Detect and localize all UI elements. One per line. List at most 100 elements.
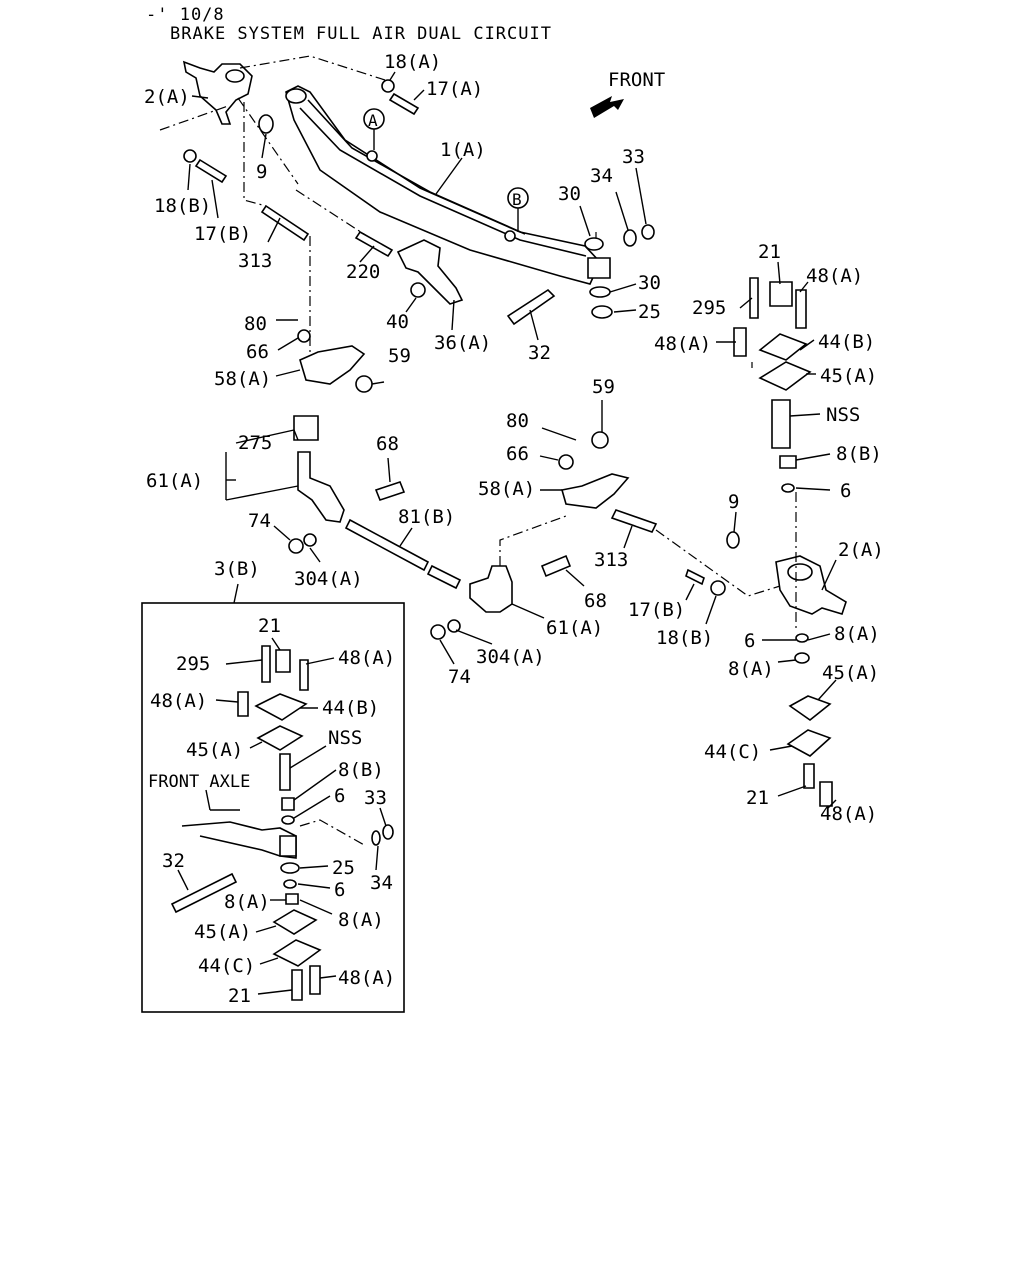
label-18b-right: 18(B) <box>656 627 713 649</box>
inset-label-25: 25 <box>332 857 355 879</box>
label-59-mid: 59 <box>592 376 615 398</box>
label-34-top: 34 <box>590 165 613 187</box>
rod-81b <box>344 518 462 590</box>
inset-label-34: 34 <box>370 872 393 894</box>
label-61a-left: 61(A) <box>146 470 203 492</box>
header-title: BRAKE SYSTEM FULL AIR DUAL CIRCUIT <box>170 24 552 44</box>
label-45a-right-top: 45(A) <box>820 365 877 387</box>
label-80-left: 80 <box>244 313 267 335</box>
inset-label-295: 295 <box>176 653 210 675</box>
label-58a-mid: 58(A) <box>478 478 535 500</box>
label-21-right: 21 <box>758 241 781 263</box>
label-17b-right: 17(B) <box>628 599 685 621</box>
kingpin-32 <box>506 288 556 326</box>
label-304a-mid: 304(A) <box>476 646 545 668</box>
inset-label-44c: 44(C) <box>198 955 255 977</box>
label-80-mid: 80 <box>506 410 529 432</box>
label-9-right: 9 <box>728 491 739 513</box>
callout-a: A <box>363 108 385 150</box>
bracket-36a <box>396 239 464 305</box>
label-220: 220 <box>346 261 380 283</box>
stud-313-left <box>260 204 310 242</box>
label-40: 40 <box>386 311 409 333</box>
label-8a-right-1: 8(A) <box>834 623 880 645</box>
label-1a: 1(A) <box>440 139 486 161</box>
chamber-mount-right <box>733 277 812 391</box>
label-66-left: 66 <box>246 341 269 363</box>
inset-box <box>141 602 405 1013</box>
label-8b-right: 8(B) <box>836 443 882 465</box>
inset-label-45a-low: 45(A) <box>194 921 251 943</box>
inset-label-8a-1: 8(A) <box>224 891 270 913</box>
inset-label-21-low: 21 <box>228 985 251 1007</box>
inset-label-21-top: 21 <box>258 615 281 637</box>
kingpin-stack-right <box>771 399 833 807</box>
label-48a-right-low: 48(A) <box>820 803 877 825</box>
inset-label-48a-2: 48(A) <box>150 690 207 712</box>
label-313-mid: 313 <box>594 549 628 571</box>
bolt-17b <box>183 149 228 184</box>
label-68-mid: 68 <box>584 590 607 612</box>
label-33-top: 33 <box>622 146 645 168</box>
label-304a-left: 304(A) <box>294 568 363 590</box>
label-30-right: 30 <box>638 272 661 294</box>
label-30-top: 30 <box>558 183 581 205</box>
inset-label-44b: 44(B) <box>322 697 379 719</box>
inset-labels: 21 295 48(A) 48(A) 44(B) 45(A) NSS 8(B) … <box>150 615 395 1007</box>
label-275: 275 <box>238 432 272 454</box>
label-68-left: 68 <box>376 433 399 455</box>
callout-b: B <box>507 187 529 232</box>
label-9-left: 9 <box>256 161 267 183</box>
label-21-right-low: 21 <box>746 787 769 809</box>
label-59-left: 59 <box>388 345 411 367</box>
inset-label-8b: 8(B) <box>338 759 384 781</box>
label-313-left: 313 <box>238 250 272 272</box>
label-295-right: 295 <box>692 297 726 319</box>
bolt-17a <box>381 79 420 116</box>
inset-label-8a-2: 8(A) <box>338 909 384 931</box>
label-nss-right: NSS <box>826 404 860 426</box>
part-labels: 18(A) 17(A) 2(A) 9 1(A) 18(B) 17(B) 313 … <box>144 51 884 825</box>
label-44c-right: 44(C) <box>704 741 761 763</box>
label-66-mid: 66 <box>506 443 529 465</box>
arm-58a-mid <box>558 431 658 533</box>
label-44b-right: 44(B) <box>818 331 875 353</box>
inset-label-nss: NSS <box>328 727 362 749</box>
label-36a: 36(A) <box>434 332 491 354</box>
inset-parts <box>170 645 394 1001</box>
inset-label-45a-top: 45(A) <box>186 739 243 761</box>
inset-label-6-top: 6 <box>334 785 345 807</box>
header-date: -' 10/8 <box>146 5 225 25</box>
bushings-right <box>584 224 655 319</box>
inset-label-48a-low: 48(A) <box>338 967 395 989</box>
label-18a-top: 18(A) <box>384 51 441 73</box>
label-18b-left: 18(B) <box>154 195 211 217</box>
label-74-left: 74 <box>248 510 271 532</box>
label-48a-right-mid: 48(A) <box>654 333 711 355</box>
label-2a-right: 2(A) <box>838 539 884 561</box>
inset-title: 3(B) <box>214 558 260 580</box>
knuckle-left <box>182 60 274 134</box>
inset-label-48a-1: 48(A) <box>338 647 395 669</box>
callout-a-text: A <box>368 111 378 130</box>
label-8a-right-2: 8(A) <box>728 658 774 680</box>
label-32-main: 32 <box>528 342 551 364</box>
label-45a-right-low: 45(A) <box>822 662 879 684</box>
callout-b-text: B <box>512 190 522 209</box>
label-25-right: 25 <box>638 301 661 323</box>
label-6-right-top: 6 <box>840 480 851 502</box>
inset-label-33: 33 <box>364 787 387 809</box>
knuckle-right <box>685 531 847 615</box>
label-61a-mid: 61(A) <box>546 617 603 639</box>
tierod-end-mid <box>430 554 572 640</box>
label-6-right-low: 6 <box>744 630 755 652</box>
label-58a-left: 58(A) <box>214 368 271 390</box>
inset-axle-label: FRONT AXLE <box>148 772 250 792</box>
label-74-mid: 74 <box>448 666 471 688</box>
inset-label-32: 32 <box>162 850 185 872</box>
bolt-220 <box>354 230 394 258</box>
inset-leader-lines <box>177 637 387 995</box>
front-label: FRONT <box>608 69 665 91</box>
front-arrow-icon <box>590 96 624 118</box>
